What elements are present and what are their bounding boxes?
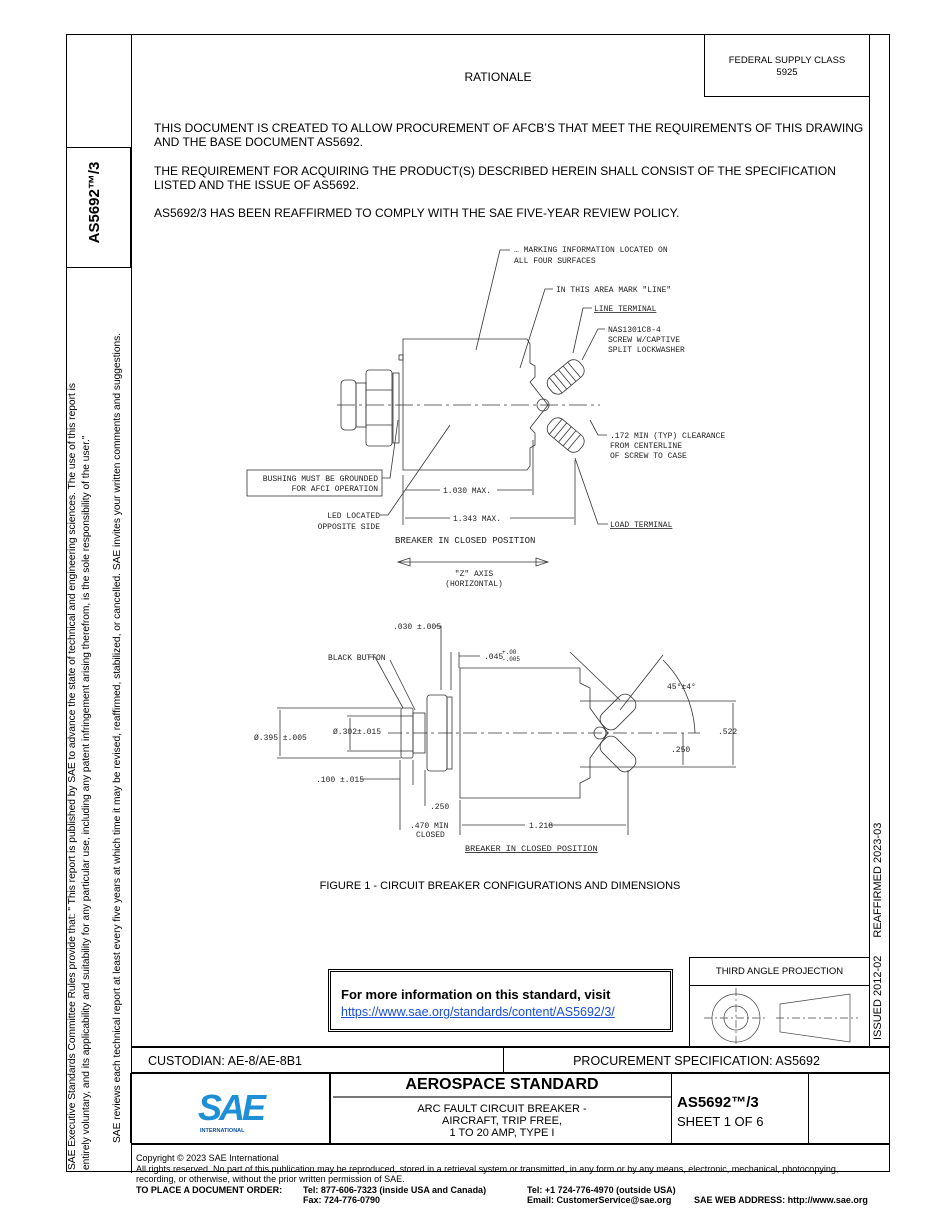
leader-lines [380,249,608,567]
footer: Copyright © 2023 SAE International All r… [136,1153,896,1207]
figure-caption: FIGURE 1 - CIRCUIT BREAKER CONFIGURATION… [319,880,681,892]
title-line-2: AIRCRAFT, TRIP FREE, [441,1115,562,1127]
phone-intl: Tel: +1 724-776-4970 (outside USA) [527,1184,676,1195]
custodian-row: CUSTODIAN: AE-8/AE-8B1 PROCUREMENT SPECI… [131,1046,890,1074]
axis-label-2: (HORIZONTAL) [445,580,503,589]
sae-logo: SAE INTERNATIONAL [130,1073,331,1143]
dimension-100: .100 ±.015 [316,776,364,785]
dimension-1218: 1.218 [529,822,553,831]
screw-note-3: SPLIT LOCKWASHER [608,346,685,355]
section-title: RATIONALE [464,70,532,84]
angle-label: 45°±4° [667,683,696,692]
doc-id: AS5692™/3 [677,1094,759,1111]
led-note-2: OPPOSITE SIDE [318,523,381,532]
phone-us: Tel: 877-606-7323 (inside USA and Canada… [303,1184,487,1195]
led-note-1: LED LOCATED [327,512,380,521]
title-line-3: 1 TO 20 AMP, TYPE I [449,1127,555,1139]
clearance-note-3: OF SCREW TO CASE [610,452,687,461]
federal-supply-class-box: FEDERAL SUPPLY CLASS 5925 [704,34,870,97]
custodian: CUSTODIAN: AE-8/AE-8B1 [148,1054,302,1068]
document-title: ARC FAULT CIRCUIT BREAKER - AIRCRAFT, TR… [333,1103,671,1139]
order-label: TO PLACE A DOCUMENT ORDER: [136,1184,283,1195]
clearance-note-2: FROM CENTERLINE [610,442,682,451]
fax: Fax: 724-776-0790 [303,1195,381,1205]
dimension-250-right: .250 [671,746,690,755]
email[interactable]: Email: CustomerService@sae.org [527,1195,672,1205]
dimension-522: .522 [718,728,737,737]
line-area-note: IN THIS AREA MARK "LINE" [556,286,671,295]
side-doc-id-box [66,147,131,268]
projection-symbol-icon [704,988,858,1048]
dimension-045-tol-minus: -.005 [502,656,520,663]
federal-supply-class-label: FEDERAL SUPPLY CLASS [728,55,846,66]
black-button-label: BLACK BUTTON [328,654,386,663]
rationale-paragraph-2: THE REQUIREMENT FOR ACQUIRING THE PRODUC… [154,164,836,192]
dimension-250: .250 [430,803,449,812]
rights-line-2: recording, or otherwise, without the pri… [136,1174,405,1184]
dimension-1343: 1.343 MAX. [453,515,501,524]
web-address[interactable]: SAE WEB ADDRESS: http://www.sae.org [694,1195,868,1205]
title-line-1: ARC FAULT CIRCUIT BREAKER - [417,1103,587,1115]
breaker-side-view-drawing: … MARKING INFORMATION LOCATED ON ALL FOU… [246,246,737,854]
standard-type: AEROSPACE STANDARD [333,1073,671,1098]
bottom-dimension-lines [277,625,736,835]
sheet-number: SHEET 1 OF 6 [677,1114,764,1129]
left-column-divider [131,34,132,1173]
bushing-and-knob [340,369,400,447]
copyright: Copyright © 2023 SAE International [136,1153,279,1163]
federal-supply-class-value: 5925 [776,67,798,78]
top-position-label: BREAKER IN CLOSED POSITION [395,536,535,546]
third-angle-projection-box: THIRD ANGLE PROJECTION [689,957,870,1048]
dimension-045: .045 [484,653,503,662]
bushing-note-2: FOR AFCI OPERATION [292,485,379,494]
marking-note-2: ALL FOUR SURFACES [514,257,596,266]
diameter-302: Ø.302±.015 [333,728,381,737]
sae-logo-mark: SAE [198,1087,266,1128]
dimension-1030: 1.030 MAX. [443,487,491,496]
title-divider-2 [808,1073,809,1143]
dimension-030: .030 ±.005 [393,623,441,632]
diameter-395: Ø.395 ±.005 [254,734,307,743]
dimension-470: .470 MIN [410,822,449,831]
dimension-045-tol-plus: +.00 [502,649,517,656]
screw-note-1: NAS1301C8-4 [608,326,661,335]
drawing-frame [66,34,890,1172]
clearance-note-1: .172 MIN (TYP) CLEARANCE [610,432,725,441]
third-angle-projection-label: THIRD ANGLE PROJECTION [690,958,869,986]
bottom-position-label: BREAKER IN CLOSED POSITION [465,844,598,854]
issued-date: ISSUED 2012-02 [872,955,884,1040]
marking-note-1: … MARKING INFORMATION LOCATED ON [514,246,668,255]
terminal-screws [546,359,585,453]
rationale-paragraph-3: AS5692/3 HAS BEEN REAFFIRMED TO COMPLY W… [154,206,680,220]
more-info-box: For more information on this standard, v… [328,969,673,1032]
load-terminal-label: LOAD TERMINAL [610,521,673,530]
axis-label-1: "Z" AXIS [455,570,494,579]
sae-logo-subtext: INTERNATIONAL [200,1128,245,1134]
rationale-paragraph-1: THIS DOCUMENT IS CREATED TO ALLOW PROCUR… [154,121,864,149]
title-block: SAE INTERNATIONAL AEROSPACE STANDARD ARC… [130,1073,890,1145]
more-info-text: For more information on this standard, v… [341,987,611,1002]
breaker-body [398,338,550,471]
title-divider [671,1073,672,1143]
line-terminal-label: LINE TERMINAL [594,305,657,314]
dimension-470-closed: CLOSED [416,831,445,840]
rights-line-1: All rights reserved. No part of this pub… [136,1163,839,1174]
bushing-note-box [246,469,383,497]
bushing-note-1: BUSHING MUST BE GROUNDED [263,475,378,484]
procurement-spec: PROCUREMENT SPECIFICATION: AS5692 [573,1054,820,1068]
standard-link[interactable]: https://www.sae.org/standards/content/AS… [341,1005,615,1019]
row-divider [503,1048,504,1074]
right-column-divider [869,34,870,1047]
screw-note-2: SCREW W/CAPTIVE [608,336,680,345]
